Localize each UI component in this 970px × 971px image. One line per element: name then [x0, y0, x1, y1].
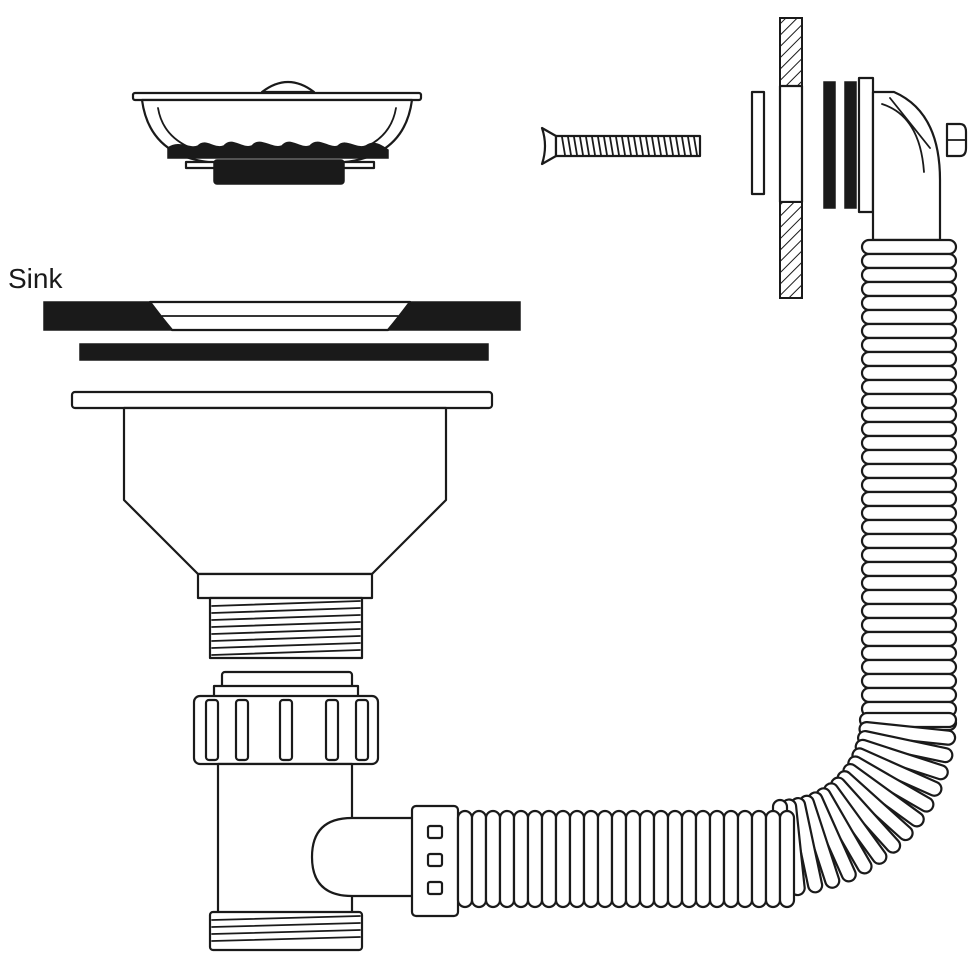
sink-flange [43, 300, 521, 361]
drain-body [70, 390, 494, 660]
trap-body [208, 762, 420, 952]
overflow-screw [540, 126, 702, 166]
hose-connector [410, 804, 460, 918]
union-nut [192, 670, 380, 766]
sink-label: Sink [8, 263, 63, 294]
flexible-overflow-hose [456, 238, 958, 909]
sink-wall-overflow [750, 17, 968, 299]
strainer-basket [131, 80, 423, 185]
